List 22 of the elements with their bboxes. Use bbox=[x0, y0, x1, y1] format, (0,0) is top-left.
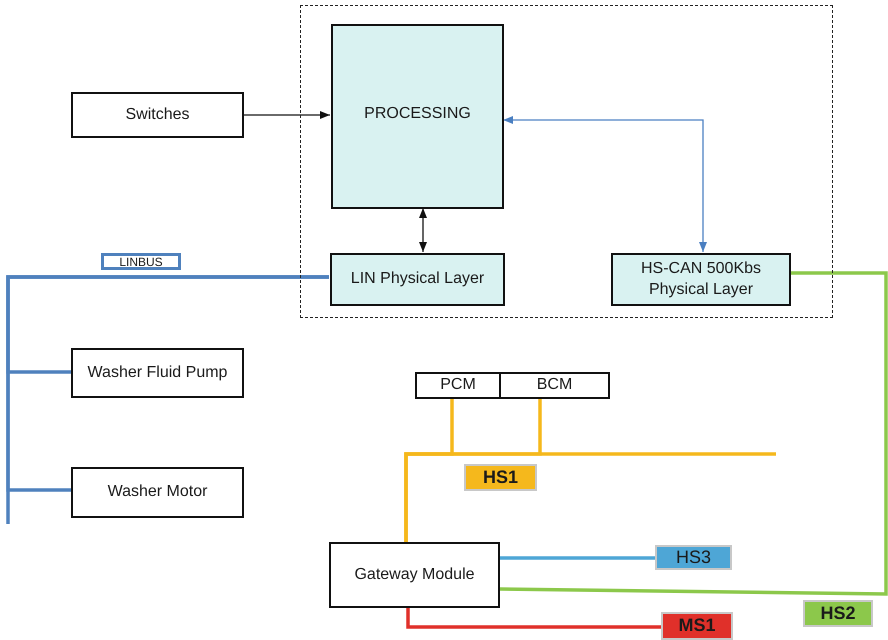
process-box: HS-CAN 500Kbs Physical Layer bbox=[611, 253, 791, 306]
process-box: BCM bbox=[499, 372, 610, 399]
bus-label: LINBUS bbox=[101, 253, 181, 270]
process-box: PCM bbox=[415, 372, 501, 399]
process-box: Washer Motor bbox=[71, 467, 244, 518]
arrow bbox=[244, 111, 330, 119]
process-box: Washer Fluid Pump bbox=[71, 348, 244, 398]
dashed-group-frame bbox=[300, 5, 833, 318]
bus-line bbox=[500, 271, 888, 596]
process-box: Gateway Module bbox=[329, 542, 500, 608]
bus-label: HS1 bbox=[464, 464, 537, 491]
bus-line bbox=[406, 608, 661, 629]
bus-label: MS1 bbox=[661, 612, 733, 640]
bus-label: HS3 bbox=[655, 545, 732, 570]
arrow bbox=[503, 116, 707, 252]
bus-label: HS2 bbox=[803, 600, 873, 627]
process-box: LIN Physical Layer bbox=[330, 253, 505, 306]
process-box: Switches bbox=[71, 92, 244, 138]
arrow bbox=[419, 208, 427, 252]
bus-line bbox=[404, 452, 776, 542]
bus-line bbox=[500, 556, 655, 560]
process-box: PROCESSING bbox=[331, 24, 504, 209]
